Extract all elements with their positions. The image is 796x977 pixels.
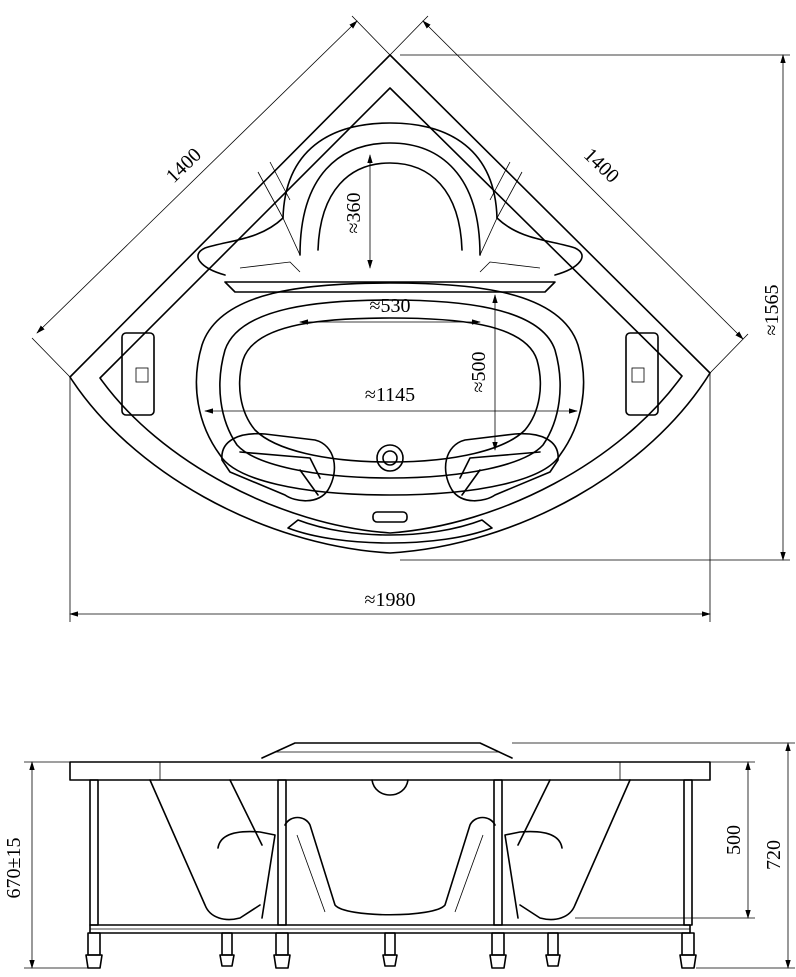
right-shoulder [496,217,583,276]
drain-icon [376,444,404,472]
side-view [69,742,711,969]
side-dimensions: 670±15 500 720 [3,742,795,969]
dim-right-side: 1400 [579,144,623,188]
dim-depth: ≈1565 [761,285,783,336]
tub-rim [99,87,683,534]
dim-seat-depth: ≈500 [468,352,490,393]
dim-headrest-depth: ≈360 [343,193,365,234]
side-rim [69,761,711,781]
dim-overall-width: ≈1980 [365,589,416,611]
overflow-icon [372,511,408,523]
dim-left-side: 1400 [162,144,206,188]
headrest-arch [282,122,498,219]
tub-outline [69,54,711,554]
side-legs [85,779,697,969]
dim-inner-depth: 500 [723,825,745,855]
side-basin-left [149,779,263,921]
right-handle [625,332,659,416]
dim-inner-width: ≈1145 [365,384,415,406]
left-seat [221,432,336,502]
basin-inner [219,299,561,479]
dim-rim-height: 720 [763,840,785,870]
side-basin-center [284,816,496,916]
dim-total-height: 670±15 [3,838,25,899]
left-handle [121,332,155,416]
front-panel [287,519,493,544]
dim-headrest-width: ≈530 [370,295,411,317]
side-headrest [261,742,513,759]
right-seat [444,432,559,502]
side-basin-right [517,779,631,921]
